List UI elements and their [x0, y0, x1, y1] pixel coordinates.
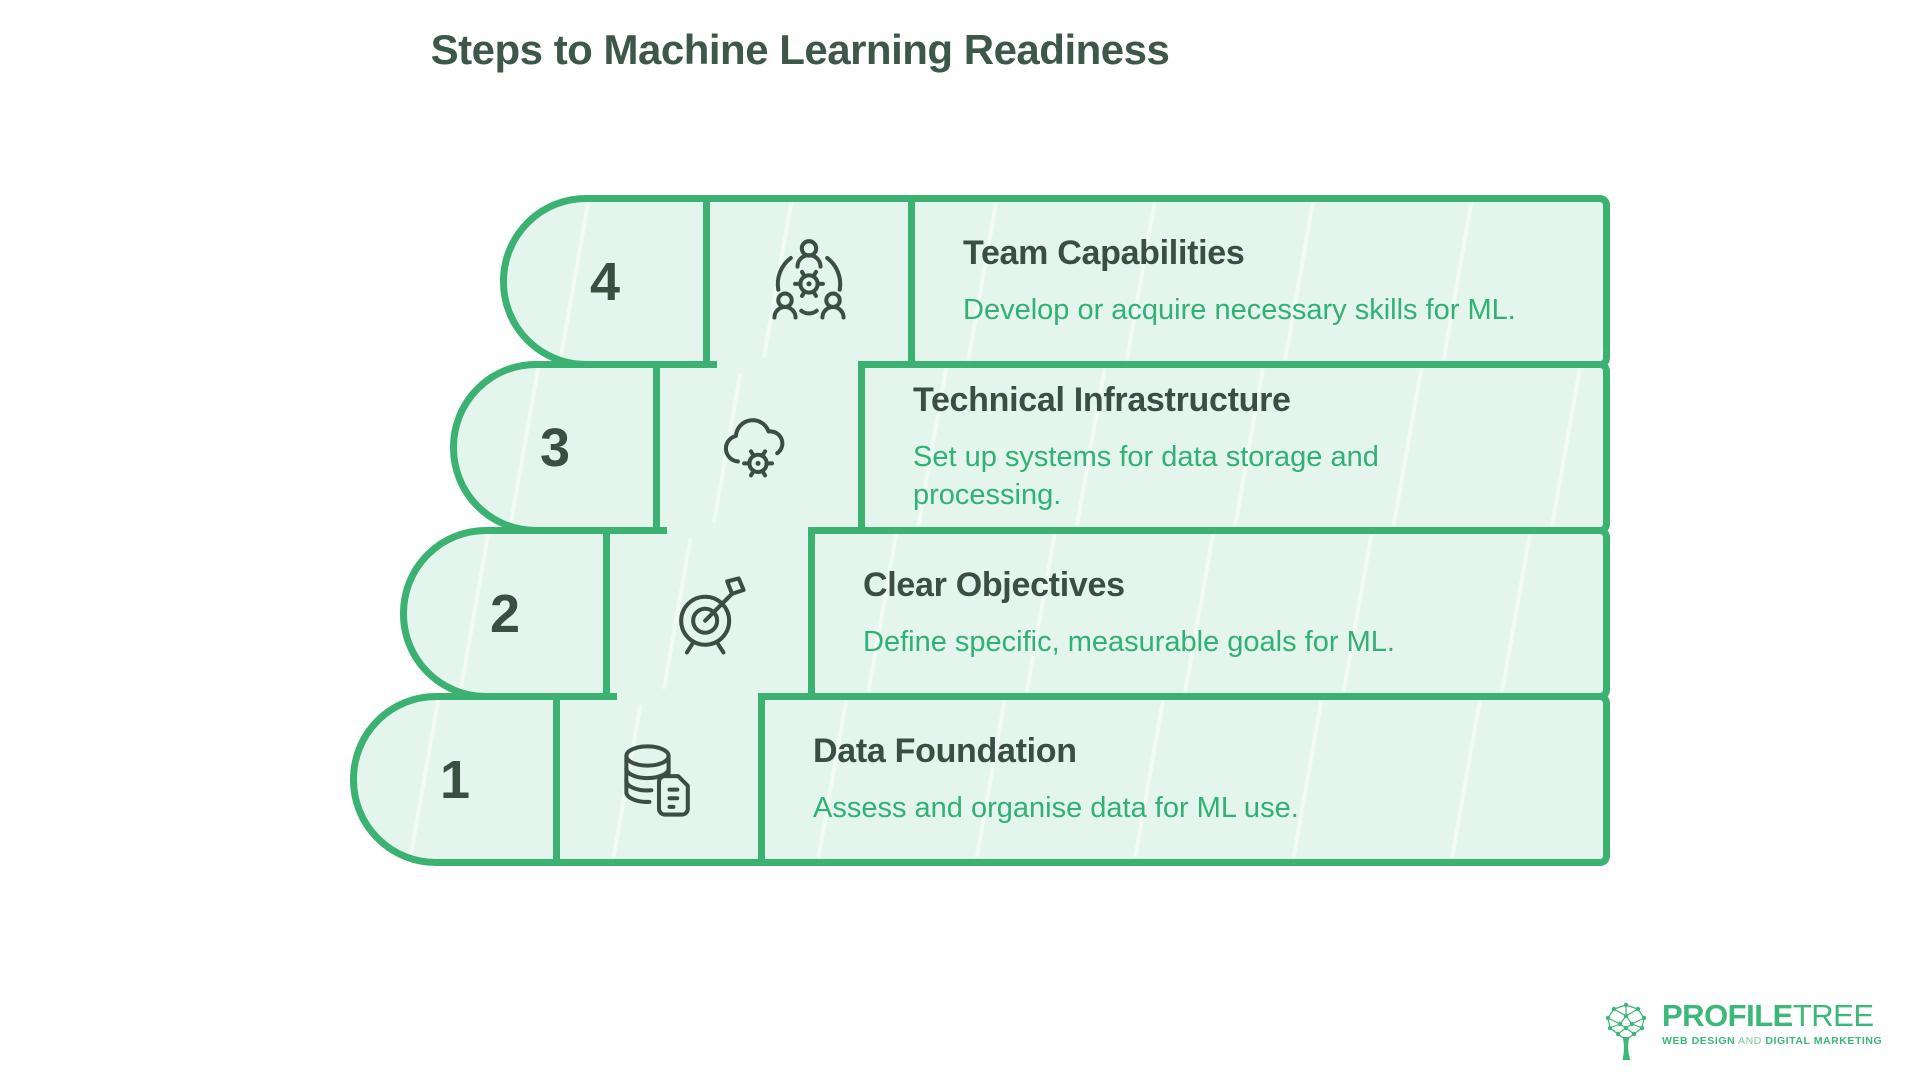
step-row-2: 2 Clear Objectives Define specific, meas… [400, 527, 1610, 700]
step-4-text-cell: Team Capabilities Develop or acquire nec… [915, 195, 1610, 368]
icon-channel-opening [667, 523, 808, 539]
profiletree-logo-tagline: WEB DESIGN AND DIGITAL MARKETING [1662, 1035, 1882, 1047]
logo-name-light: TREE [1792, 998, 1874, 1033]
step-4-icon-cell [710, 195, 915, 368]
step-2-icon-cell [610, 527, 815, 700]
step-3-title: Technical Infrastructure [913, 380, 1291, 419]
profiletree-tree-icon [1605, 1002, 1647, 1060]
step-1-number-cell: 1 [350, 693, 560, 866]
profiletree-logo: PROFILETREE WEB DESIGN AND DIGITAL MARKE… [1598, 1000, 1882, 1062]
team-icon [772, 238, 846, 320]
step-2-number-cell: 2 [400, 527, 610, 700]
step-1-description: Assess and organise data for ML use. [813, 791, 1299, 824]
step-3-number: 3 [539, 417, 571, 478]
step-row-1: 1 Data Foundation Ass [350, 693, 1610, 866]
profiletree-logo-name: PROFILETREE [1662, 1000, 1882, 1031]
step-row-3: 3 Technical Infrastructure Set up syste [450, 361, 1610, 534]
step-2-text-cell: Clear Objectives Define specific, measur… [815, 527, 1610, 700]
step-3-icon-cell [660, 361, 865, 534]
step-3-description: Set up systems for data storage and proc… [913, 440, 1379, 511]
profiletree-logo-text: PROFILETREE WEB DESIGN AND DIGITAL MARKE… [1662, 1000, 1882, 1047]
tagline-web-design: WEB DESIGN [1662, 1035, 1736, 1047]
page-title: Steps to Machine Learning Readiness [430, 26, 1170, 73]
cloud-gear-icon [723, 417, 785, 477]
step-3-text-cell: Technical Infrastructure Set up systems … [865, 361, 1610, 534]
tagline-digital-marketing: DIGITAL MARKETING [1765, 1035, 1883, 1047]
step-1-title: Data Foundation [813, 731, 1077, 770]
target-dart-icon [679, 575, 746, 654]
logo-name-bold: PROFILE [1662, 998, 1793, 1033]
step-2-number: 2 [489, 583, 521, 644]
step-4-number-cell: 4 [500, 195, 710, 368]
step-4-description: Develop or acquire necessary skills for … [963, 293, 1516, 326]
step-3-number-cell: 3 [450, 361, 660, 534]
step-1-number: 1 [439, 749, 471, 810]
tagline-and: AND [1735, 1035, 1766, 1047]
database-document-icon [624, 743, 690, 817]
icon-channel-opening [617, 689, 758, 705]
icon-channel-opening [717, 357, 858, 373]
step-1-icon-cell [560, 693, 765, 866]
step-1-text-cell: Data Foundation Assess and organise data… [765, 693, 1610, 866]
step-row-4: 4 [500, 195, 1610, 368]
step-2-title: Clear Objectives [863, 565, 1125, 604]
step-4-title: Team Capabilities [963, 233, 1245, 272]
step-2-description: Define specific, measurable goals for ML… [863, 625, 1395, 658]
step-4-number: 4 [589, 251, 621, 312]
